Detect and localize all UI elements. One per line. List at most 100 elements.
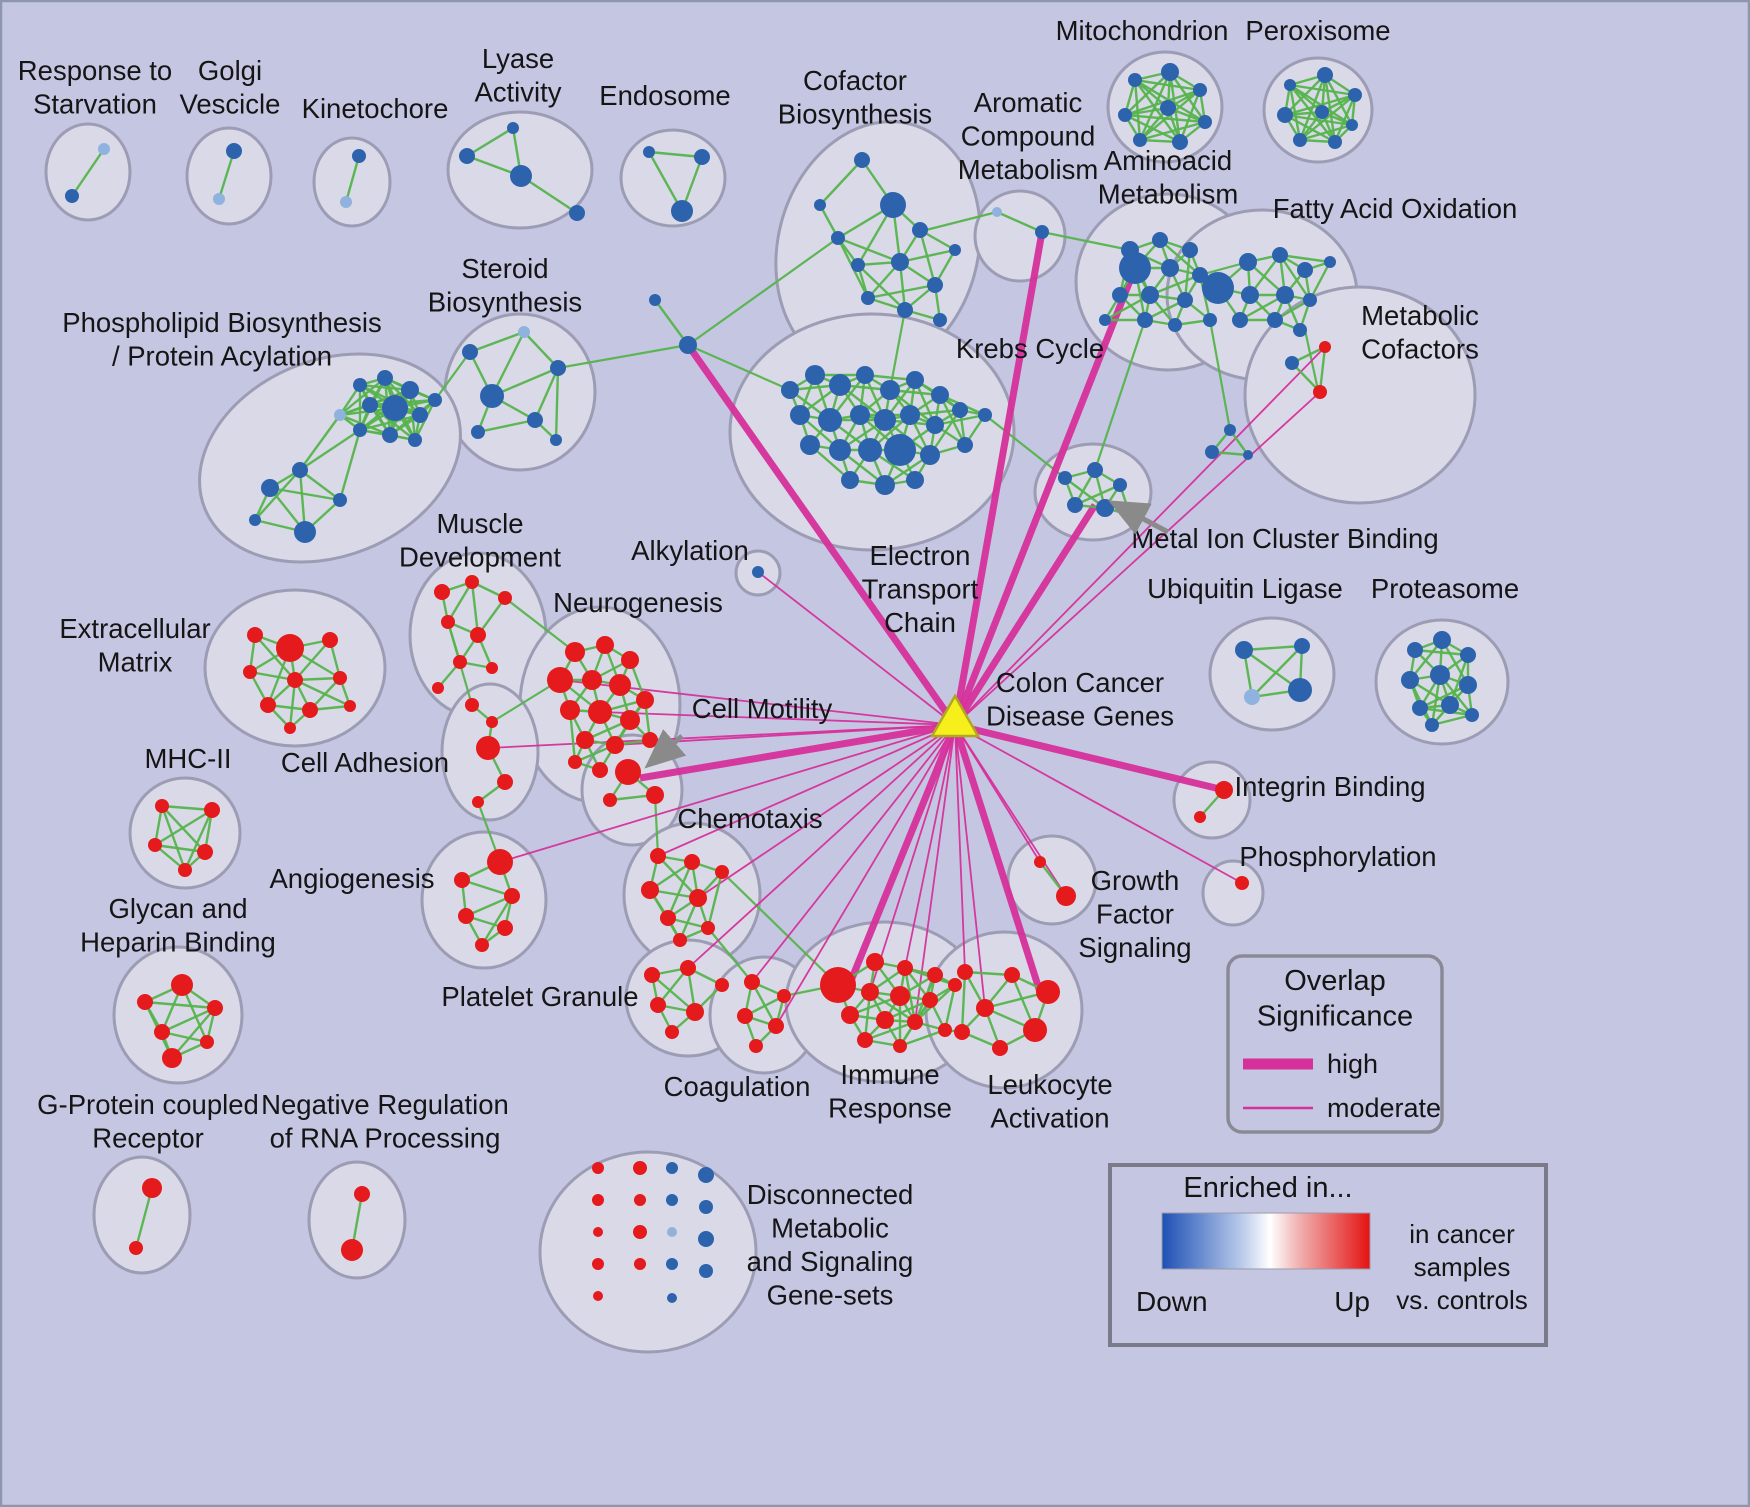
node-scattered-metabolic-nodes <box>1243 450 1253 460</box>
node-scattered-metabolic-nodes <box>1205 445 1219 459</box>
edge-fatty-acid-oxidation <box>1279 253 1331 264</box>
label-cofactor-biosynthesis: Cofactor <box>803 65 907 96</box>
node-electron-transport-chain <box>875 475 895 495</box>
bubble-disconnected-gene-sets <box>538 1150 758 1354</box>
edge-leukocyte-activation <box>960 971 967 1033</box>
edge-g-protein-coupled-receptor <box>134 1187 154 1249</box>
significance-edge-high <box>951 723 1044 994</box>
node-cofactor-biosynthesis <box>851 258 865 272</box>
significance-edge-moderate <box>869 724 956 993</box>
node-neurogenesis <box>642 732 658 748</box>
bubble-golgi-vescicle <box>185 126 273 226</box>
label-phospholipid-biosynthesis: / Protein Acylation <box>112 341 332 372</box>
node-coagulation <box>737 1008 753 1024</box>
bubble-g-protein-coupled-receptor <box>92 1155 192 1275</box>
node-mitochondrion <box>1161 63 1179 81</box>
node-cell-adhesion <box>472 796 484 808</box>
node-neurogenesis <box>620 710 640 730</box>
node-disconnected-gene-sets <box>698 1167 714 1183</box>
node-neurogenesis <box>588 700 612 724</box>
edge-chemotaxis <box>706 871 724 929</box>
label-neurogenesis: Neurogenesis <box>553 587 723 618</box>
node-electron-transport-chain <box>841 471 859 489</box>
node-platelet-granule <box>686 1003 704 1021</box>
node-electron-transport-chain <box>920 445 940 465</box>
node-muscle-development <box>486 662 498 674</box>
legend-note: in cancer <box>1409 1219 1515 1249</box>
node-immune-response <box>922 992 938 1008</box>
edge-peroxisome <box>1284 113 1353 127</box>
node-negative-regulation-rna-processing <box>341 1239 363 1261</box>
edge-steroid-biosynthesis <box>477 418 536 434</box>
node-muscle-development <box>434 584 450 600</box>
node-phospholipid-biosynthesis <box>401 381 419 399</box>
node-electron-transport-chain <box>790 405 810 425</box>
significance-edge-moderate <box>775 724 956 1027</box>
edge-extracellular-matrix <box>294 639 331 681</box>
label-aminoacid-metabolism: Aminoacid <box>1104 145 1232 176</box>
intercluster-edge <box>653 794 660 857</box>
bubble-aromatic-compound-metabolism <box>973 189 1067 283</box>
edge-lyase-activity <box>466 126 514 158</box>
edge-steroid-biosynthesis <box>523 331 559 369</box>
intercluster-edge <box>434 351 471 401</box>
node-chemotaxis <box>684 854 700 870</box>
node-fatty-acid-oxidation <box>1202 272 1234 304</box>
edge-mitochondrion <box>1134 78 1201 92</box>
node-angiogenesis <box>475 938 489 952</box>
legend-note: vs. controls <box>1396 1285 1528 1315</box>
node-chemotaxis <box>641 881 659 899</box>
significance-edge-moderate <box>954 724 986 1009</box>
disease-genes-triangle <box>929 693 981 738</box>
node-neurogenesis <box>592 762 608 778</box>
intercluster-edge <box>504 597 576 653</box>
edge-angiogenesis <box>461 878 513 898</box>
label-aromatic-compound-metabolism: Metabolism <box>958 154 1099 185</box>
node-disconnected-gene-sets <box>592 1194 604 1206</box>
node-glycan-heparin-binding <box>200 1035 214 1049</box>
significance-edge-moderate <box>954 724 1041 863</box>
significance-edge-moderate <box>657 724 956 857</box>
node-disconnected-gene-sets <box>667 1293 677 1303</box>
legend-overlap-box <box>1226 954 1444 1134</box>
node-aminoacid-metabolism <box>1112 287 1128 303</box>
label-lyase-activity: Activity <box>474 77 561 108</box>
legend-down-label: Down <box>1136 1286 1208 1317</box>
label-phosphorylation: Phosphorylation <box>1239 841 1436 872</box>
edge-immune-response <box>903 967 917 1023</box>
significance-edge-high <box>685 342 958 728</box>
bubble-electron-transport-chain <box>728 312 1016 552</box>
intercluster-edge <box>921 210 998 233</box>
node-phospholipid-biosynthesis <box>249 514 261 526</box>
edge-chemotaxis <box>657 855 699 899</box>
significance-edge-high <box>954 721 1225 794</box>
node-immune-response <box>938 1023 952 1037</box>
node-electron-transport-chain <box>858 438 882 462</box>
node-metabolic-hub <box>679 336 697 354</box>
node-aminoacid-metabolism <box>1203 313 1217 327</box>
node-electron-transport-chain <box>978 408 992 422</box>
node-electron-transport-chain <box>906 471 924 489</box>
node-mitochondrion <box>1128 73 1142 87</box>
label-glycan-heparin-binding: Glycan and <box>108 893 247 924</box>
node-platelet-granule <box>665 1025 679 1039</box>
bubble-metabolic-cofactors <box>1243 285 1477 505</box>
edge-cofactor-biosynthesis <box>867 283 936 300</box>
label-metabolic-cofactors: Cofactors <box>1361 334 1479 365</box>
node-neurogenesis <box>609 674 631 696</box>
node-cofactor-biosynthesis <box>891 253 909 271</box>
label-extracellular-matrix: Matrix <box>98 647 173 678</box>
pointer-arrow <box>1108 500 1170 535</box>
edge-endosome <box>648 150 703 159</box>
enrichment-gradient-bar <box>1161 1212 1371 1270</box>
node-mitochondrion <box>1172 134 1188 150</box>
node-steroid-biosynthesis <box>550 434 562 446</box>
node-leukocyte-activation <box>976 999 994 1017</box>
edge-metal-ion-cluster-binding <box>1074 483 1121 507</box>
label-disconnected-gene-sets: Disconnected <box>747 1179 914 1210</box>
node-immune-response <box>820 967 856 1003</box>
node-cofactor-biosynthesis <box>912 222 928 238</box>
edge-peroxisome <box>1284 74 1326 116</box>
node-aminoacid-metabolism <box>1099 314 1111 326</box>
